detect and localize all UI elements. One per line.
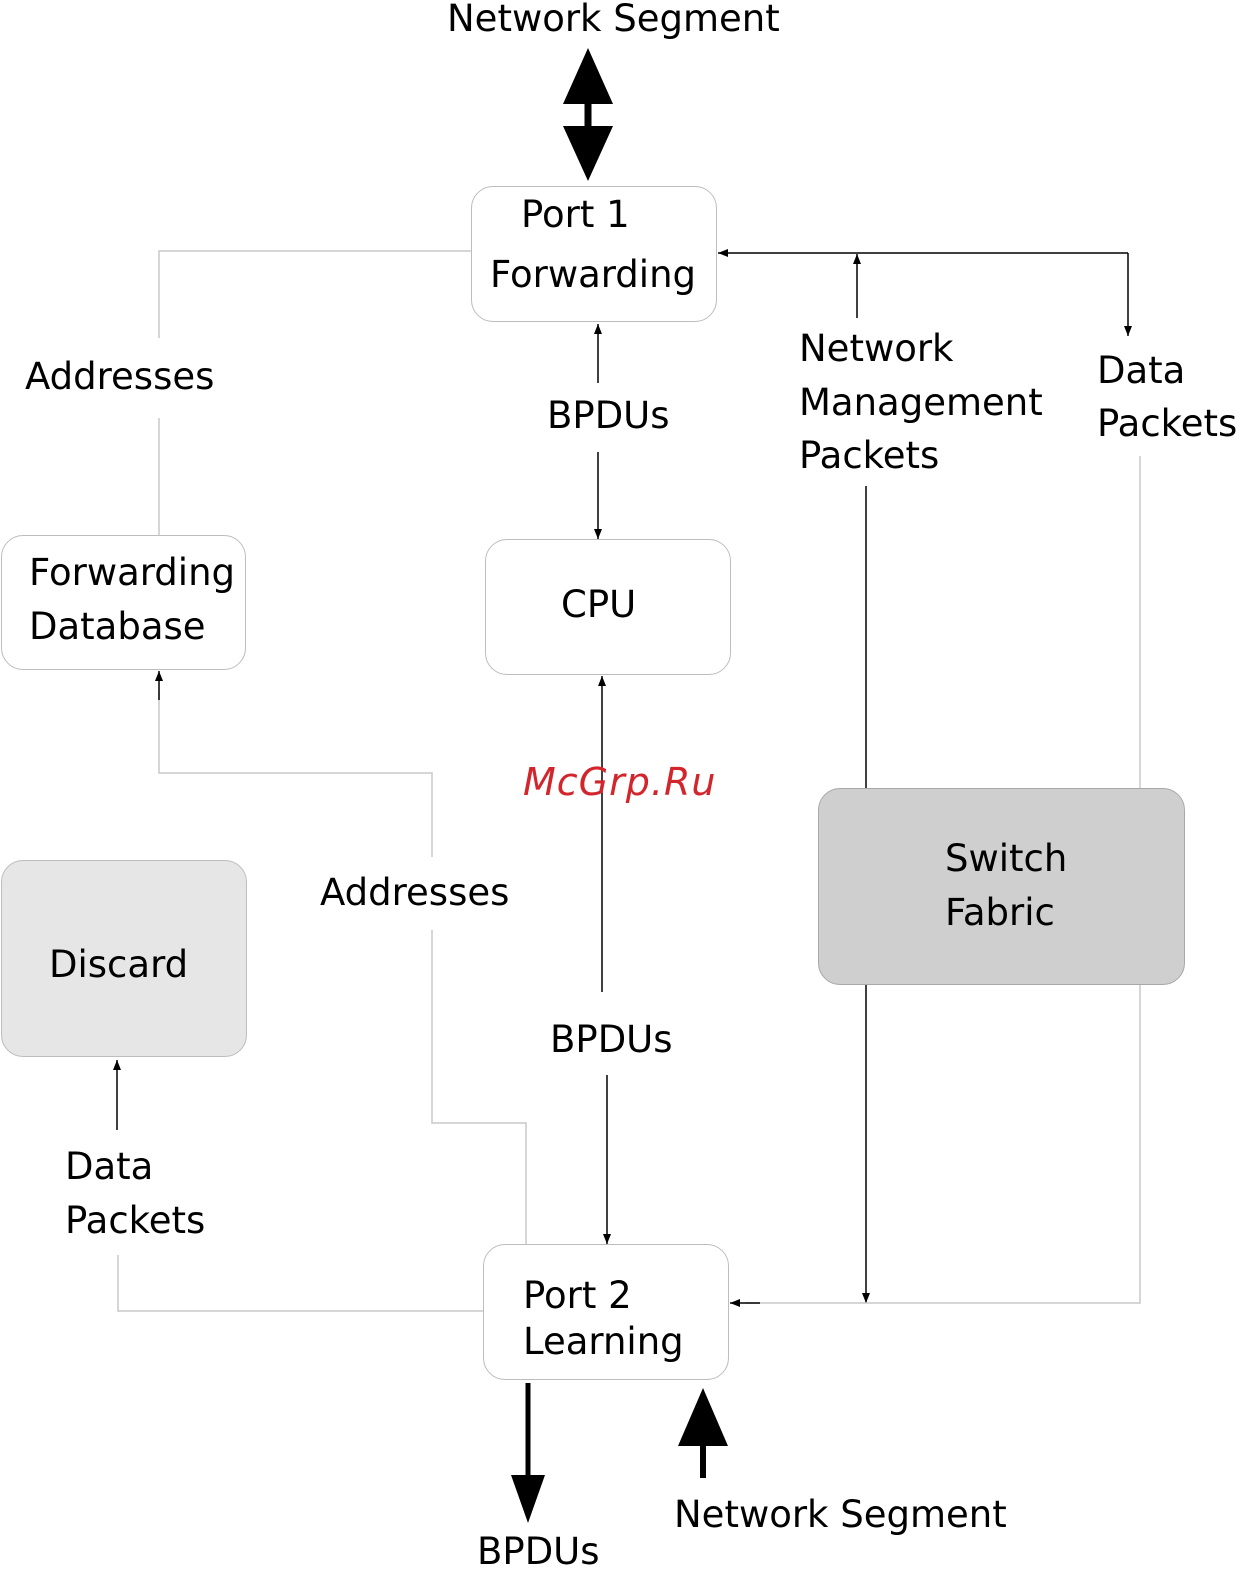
addresses-top-line <box>159 251 472 338</box>
bpdus-out-thick-arrow <box>511 1383 545 1523</box>
port2-state: Learning <box>523 1315 684 1368</box>
switch-fabric-line2: Fabric <box>945 886 1055 939</box>
switch-fabric-line1: Switch <box>945 832 1067 885</box>
discard-label: Discard <box>49 938 188 991</box>
net-seg-top-double-arrow <box>563 48 613 181</box>
data-packets-left-line1: Data <box>65 1140 153 1193</box>
nmp-label-line2: Management <box>799 376 1043 429</box>
forwarding-database-line1: Forwarding <box>29 546 235 599</box>
data-packets-left-line2: Packets <box>65 1194 205 1247</box>
watermark: McGrp.Ru <box>523 760 716 804</box>
network-segment-top-label: Network Segment <box>447 0 780 45</box>
bpdus-bottom-label: BPDUs <box>477 1525 600 1578</box>
addresses-top-label: Addresses <box>25 350 214 403</box>
data-packets-right-line2: Packets <box>1097 397 1237 450</box>
net-seg-in-thick-arrow <box>678 1388 728 1478</box>
addresses-mid-line-lower <box>432 930 526 1245</box>
network-segment-bottom-label: Network Segment <box>674 1488 1007 1541</box>
forwarding-database-line2: Database <box>29 600 206 653</box>
data-packets-left-line <box>118 1255 484 1311</box>
bpdus-mid-label: BPDUs <box>547 389 670 442</box>
port1-name: Port 1 <box>521 188 630 241</box>
addresses-mid-label: Addresses <box>320 866 509 919</box>
nmp-label-line3: Packets <box>799 429 939 482</box>
nmp-label-line1: Network <box>799 322 954 375</box>
bpdus-low-label: BPDUs <box>550 1013 673 1066</box>
port1-state: Forwarding <box>490 248 696 301</box>
data-packets-right-line1: Data <box>1097 344 1185 397</box>
addresses-mid-line-upper <box>159 692 432 857</box>
cpu-label: CPU <box>561 578 636 631</box>
